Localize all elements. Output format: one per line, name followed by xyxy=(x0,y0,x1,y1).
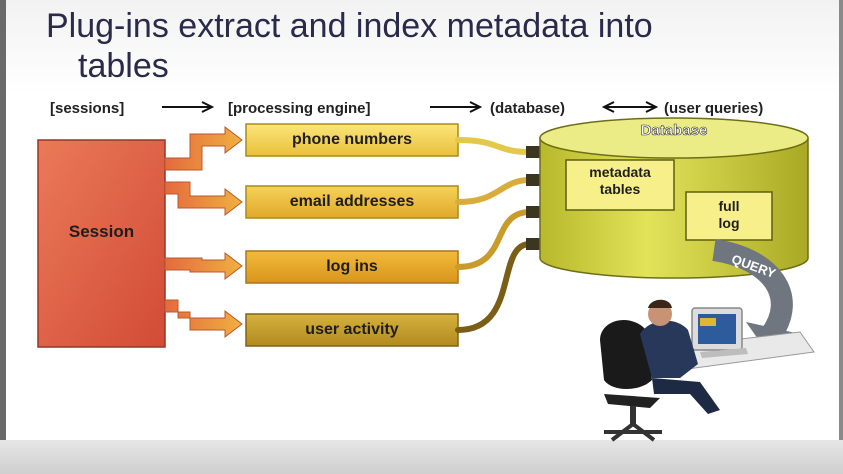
slide-right-border xyxy=(839,0,843,474)
flow-label-database: (database) xyxy=(490,100,566,117)
cables xyxy=(455,137,533,333)
chair-seat xyxy=(604,394,660,408)
arrowhead-3a xyxy=(601,101,615,113)
metadata-tables-box xyxy=(565,159,675,211)
full-log-line2: log xyxy=(718,215,740,231)
flow-label-sessions: [sessions] xyxy=(50,100,125,117)
branch-arrow-activity xyxy=(164,299,243,339)
plugin-label-log-ins: log ins xyxy=(326,258,378,275)
flow-label-processing-engine: [processing engine] xyxy=(228,100,371,117)
session-label: Session xyxy=(68,222,135,241)
metadata-tables-label: metadata tables xyxy=(566,164,674,198)
slide-bottom-band xyxy=(0,440,843,474)
branch-arrow-login xyxy=(164,251,243,281)
flow-arrows xyxy=(162,101,659,113)
plugin-label-phone-numbers: phone numbers xyxy=(291,131,412,148)
plugin-box-email-addresses xyxy=(245,185,459,219)
user-hair xyxy=(648,299,672,308)
plugin-box-user-activity xyxy=(245,313,459,347)
query-arrow-band xyxy=(712,239,793,343)
arrowhead-3b xyxy=(645,101,659,113)
database-cylinder-top xyxy=(539,117,809,159)
chair-base xyxy=(604,422,662,442)
plug-1 xyxy=(526,146,540,158)
keyboard xyxy=(700,348,748,358)
branch-arrow-email xyxy=(164,181,243,217)
metadata-tables-line1: metadata xyxy=(589,164,651,180)
cable-email xyxy=(455,177,533,205)
cable-plugs xyxy=(526,146,540,250)
full-log-label: full log xyxy=(686,198,772,232)
branch-arrow-phone xyxy=(164,125,243,171)
database-label: Database xyxy=(640,122,708,140)
cable-login xyxy=(455,209,533,270)
slide-title-line2: tables xyxy=(78,47,169,85)
screen-window xyxy=(700,318,716,326)
user-at-computer xyxy=(600,299,815,442)
user-legs xyxy=(652,378,720,414)
branch-arrows xyxy=(164,125,243,339)
user-torso xyxy=(640,320,698,378)
arrowhead-1 xyxy=(201,101,215,113)
plug-2 xyxy=(526,174,540,186)
plug-3 xyxy=(526,206,540,218)
full-log-box xyxy=(685,191,773,241)
session-block xyxy=(37,139,166,348)
plugin-box-log-ins xyxy=(245,250,459,284)
plugin-label-email-addresses: email addresses xyxy=(289,193,415,210)
cable-phone xyxy=(455,137,533,155)
office-chair-back xyxy=(600,319,652,389)
plugin-label-user-activity: user activity xyxy=(305,321,399,338)
flow-label-user-queries: (user queries) xyxy=(664,100,764,117)
slide-left-border xyxy=(0,0,6,474)
plug-4 xyxy=(526,238,540,250)
slide-title: Plug-ins extract and index metadata into… xyxy=(46,6,826,86)
arrowhead-2 xyxy=(469,101,483,113)
full-log-line1: full xyxy=(718,198,740,214)
chair-stem xyxy=(630,406,636,426)
slide-title-line1: Plug-ins extract and index metadata into xyxy=(46,7,653,45)
cable-activity xyxy=(455,241,533,333)
metadata-tables-line2: tables xyxy=(599,181,641,197)
